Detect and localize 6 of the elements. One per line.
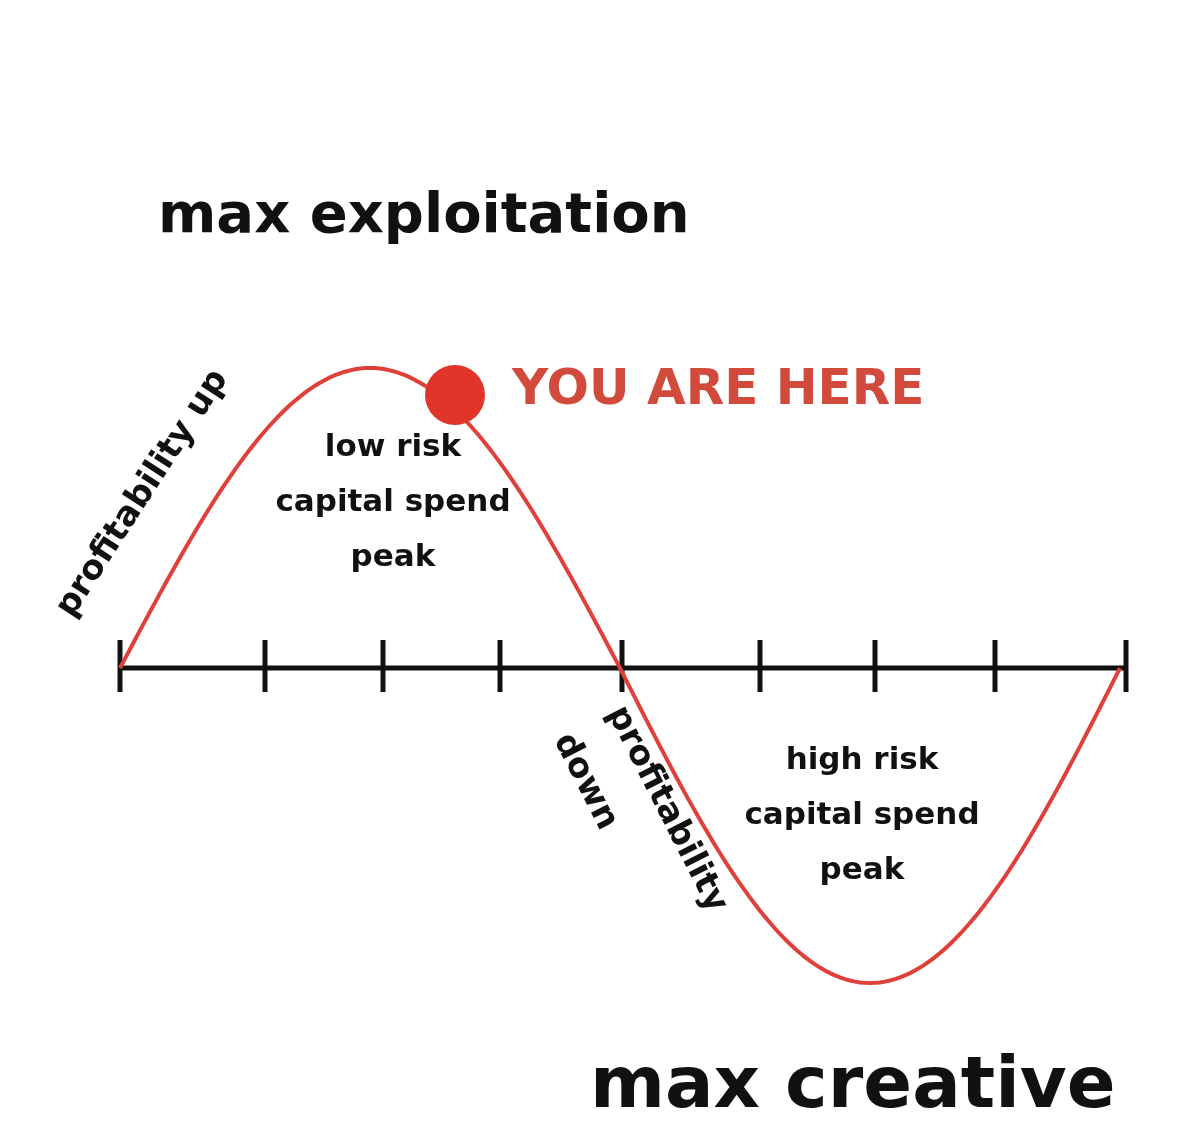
phase-label: low risk capital spend peak bbox=[274, 426, 512, 575]
position-caption: YOU ARE HERE bbox=[512, 358, 925, 416]
position-dot bbox=[425, 365, 485, 425]
phase-label: high risk capital spend peak bbox=[743, 739, 981, 888]
heading-label: max creative bbox=[590, 1040, 1116, 1124]
heading-label: max exploitation bbox=[158, 180, 690, 245]
